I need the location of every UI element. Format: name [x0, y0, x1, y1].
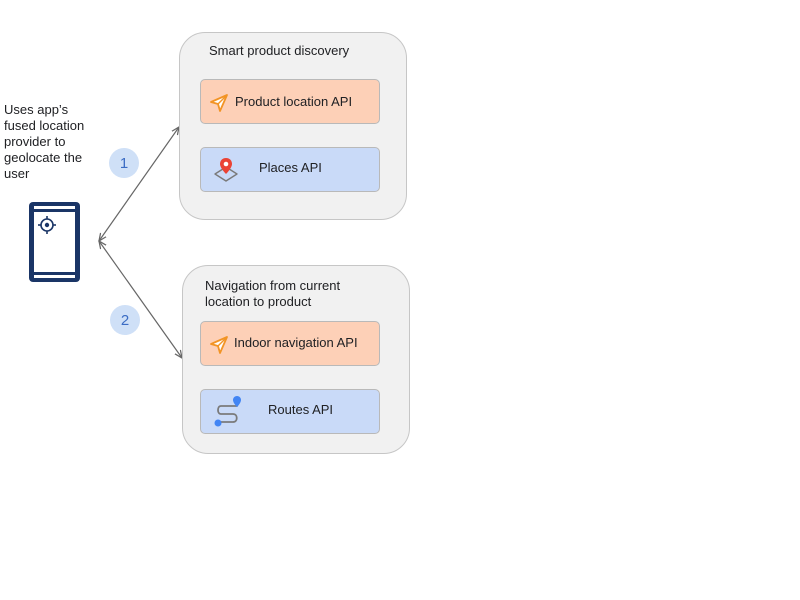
group-smart-product-discovery: Smart product discovery Product location… [179, 32, 407, 220]
arrow-to-navigation [99, 241, 182, 358]
api-label: Places API [259, 160, 322, 175]
navigation-arrow-icon [210, 94, 228, 112]
api-label: Product location API [235, 94, 353, 109]
map-pin-icon [214, 158, 238, 182]
api-routes: Routes API [200, 389, 380, 434]
arrow-to-discovery [99, 127, 179, 241]
api-product-location: Product location API [200, 79, 380, 124]
api-indoor-navigation: Indoor navigation API [200, 321, 380, 366]
navigation-arrow-icon [210, 336, 228, 354]
api-places: Places API [200, 147, 380, 192]
step-badge-2: 2 [110, 305, 140, 335]
step-badge-1: 1 [109, 148, 139, 178]
group-title: Smart product discovery [209, 43, 350, 58]
phone-icon [29, 202, 80, 282]
group-navigation: Navigation from current location to prod… [182, 265, 410, 454]
api-label: Indoor navigation API [234, 335, 358, 350]
user-description: Uses app’s fused location provider to ge… [4, 102, 85, 181]
api-label: Routes API [268, 402, 334, 417]
route-icon [214, 396, 241, 427]
group-title: Navigation from current location to prod… [205, 278, 341, 309]
location-target-icon [38, 216, 56, 234]
